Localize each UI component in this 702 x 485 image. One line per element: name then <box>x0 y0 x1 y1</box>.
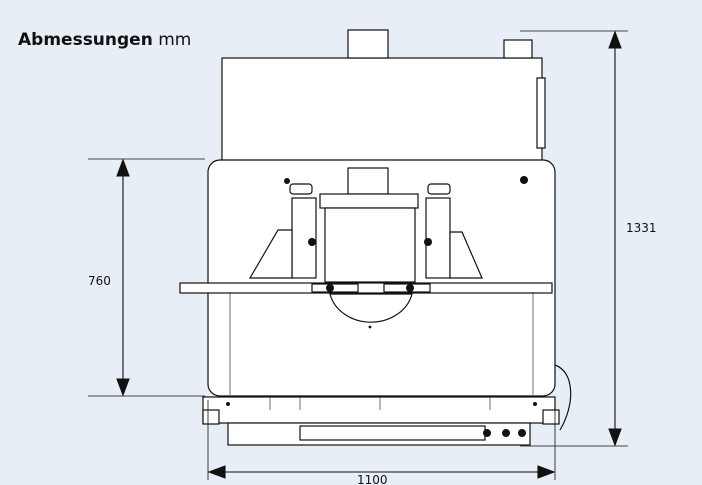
top-right-side <box>536 77 546 149</box>
side-cable <box>554 364 572 431</box>
arrow-1100-left <box>207 465 226 479</box>
bolt-right <box>520 176 528 184</box>
arrow-1100-right <box>537 465 556 479</box>
base-bolt-left <box>226 402 230 406</box>
clamp-knob-left <box>326 284 334 292</box>
right-guide-post <box>425 197 451 279</box>
dimension-label-1331: 1331 <box>626 221 657 235</box>
right-knob <box>427 183 451 195</box>
dimension-label-760: 760 <box>88 274 111 288</box>
left-knob <box>289 183 313 195</box>
arrow-760-top <box>116 158 130 177</box>
table-clamp-left <box>311 283 359 293</box>
base-foot-left <box>202 409 220 425</box>
drawer-knob-1 <box>483 429 491 437</box>
arrow-1331-bottom <box>608 428 622 447</box>
arrow-1331-top <box>608 30 622 49</box>
center-top-block <box>347 167 389 195</box>
right-guide-wing <box>449 231 483 279</box>
guide-knob-left <box>308 238 316 246</box>
table-top <box>179 282 553 294</box>
base-foot-right <box>542 409 560 425</box>
arrow-760-bottom <box>116 378 130 397</box>
center-dot <box>368 325 372 329</box>
left-guide-post <box>291 197 317 279</box>
dimension-label-1100: 1100 <box>357 473 388 485</box>
diagram-title: Abmessungen mm <box>18 30 191 50</box>
blade-arc <box>329 293 413 323</box>
guide-knob-right <box>424 238 432 246</box>
base-drawer-inner <box>299 425 486 441</box>
center-frame <box>324 207 416 283</box>
bolt-left <box>284 178 290 184</box>
base-frame <box>202 396 556 424</box>
title-unit: mm <box>158 30 192 50</box>
drawer-knob-2 <box>502 429 510 437</box>
left-guide-wing <box>248 229 293 279</box>
center-top-plate <box>319 193 419 209</box>
base-bolt-right <box>533 402 537 406</box>
top-chimney <box>347 29 389 59</box>
title-bold: Abmessungen <box>18 30 153 50</box>
top-housing <box>221 57 543 163</box>
top-right-knob <box>503 39 533 59</box>
drawer-knob-3 <box>518 429 526 437</box>
clamp-knob-right <box>406 284 414 292</box>
